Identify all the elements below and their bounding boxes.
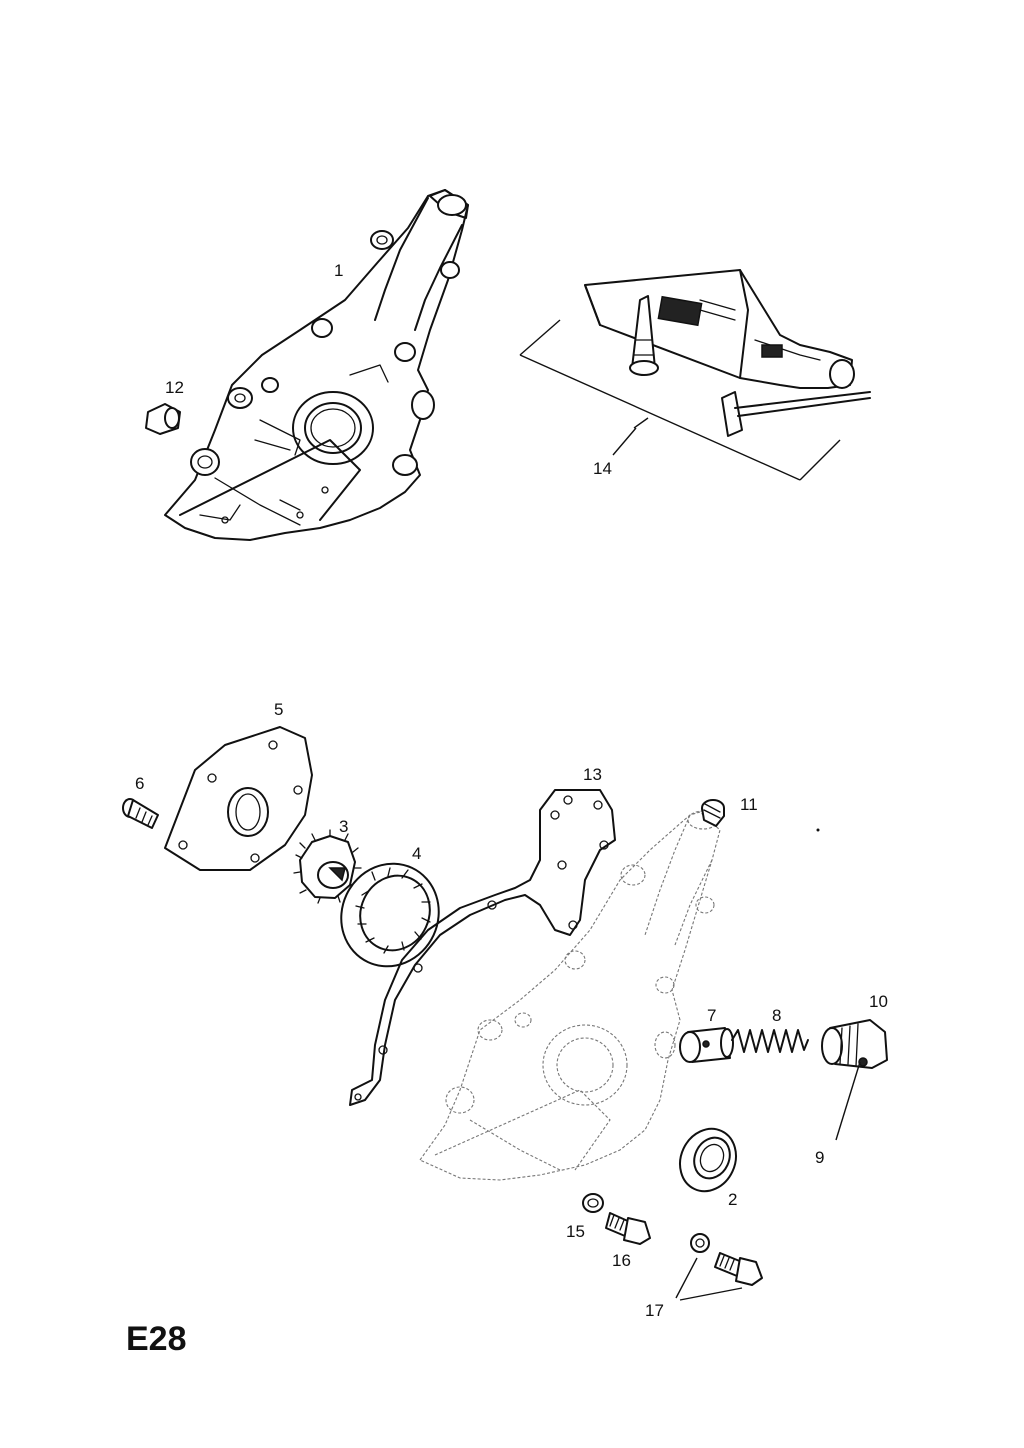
callout-1: 1: [334, 261, 343, 280]
callout-4: 4: [412, 844, 421, 863]
callout-5: 5: [274, 700, 283, 719]
bolt-illustration: [605, 1212, 651, 1245]
callout-10: 10: [869, 992, 888, 1011]
sealant-kit-illustration: [519, 269, 871, 481]
callout-3: 3: [339, 817, 348, 836]
relief-piston-illustration: [679, 1027, 734, 1063]
callout-2: 2: [728, 1190, 737, 1209]
callout-labels: 1 12 14 5 6 3 4 13 11 10 7 8 9 2 15 16 1…: [135, 261, 888, 1320]
screw-illustration: [122, 798, 159, 829]
callout-17: 17: [645, 1301, 664, 1320]
callout-6: 6: [135, 774, 144, 793]
gasket-illustration: [349, 789, 616, 1106]
callout-12: 12: [165, 378, 184, 397]
spring-illustration: [731, 1029, 809, 1053]
shaft-seal-illustration: [679, 1127, 737, 1193]
pump-housing-illustration: [419, 810, 721, 1181]
lock-washer-illustration: [582, 1193, 604, 1213]
sleeve-illustration: [145, 403, 181, 435]
stray-dot: [816, 828, 820, 832]
washer-bolt-set-illustration: [690, 1233, 763, 1286]
callout-8: 8: [772, 1006, 781, 1025]
callout-13: 13: [583, 765, 602, 784]
outer-rotor-illustration: [340, 862, 440, 968]
plug-illustration: [701, 799, 725, 827]
callout-15: 15: [566, 1222, 585, 1241]
callout-11: 11: [740, 795, 758, 814]
leader-lines: [612, 417, 861, 1301]
callout-9: 9: [815, 1148, 824, 1167]
oil-pump-assembly-illustration: [164, 189, 469, 541]
cover-plate-illustration: [164, 726, 313, 871]
diagram-code-label: E28: [126, 1320, 187, 1358]
threaded-plug-illustration: [821, 1019, 888, 1069]
callout-7: 7: [707, 1006, 716, 1025]
inner-gear-illustration: [293, 829, 362, 904]
callout-16: 16: [612, 1251, 631, 1270]
callout-14: 14: [593, 459, 612, 478]
